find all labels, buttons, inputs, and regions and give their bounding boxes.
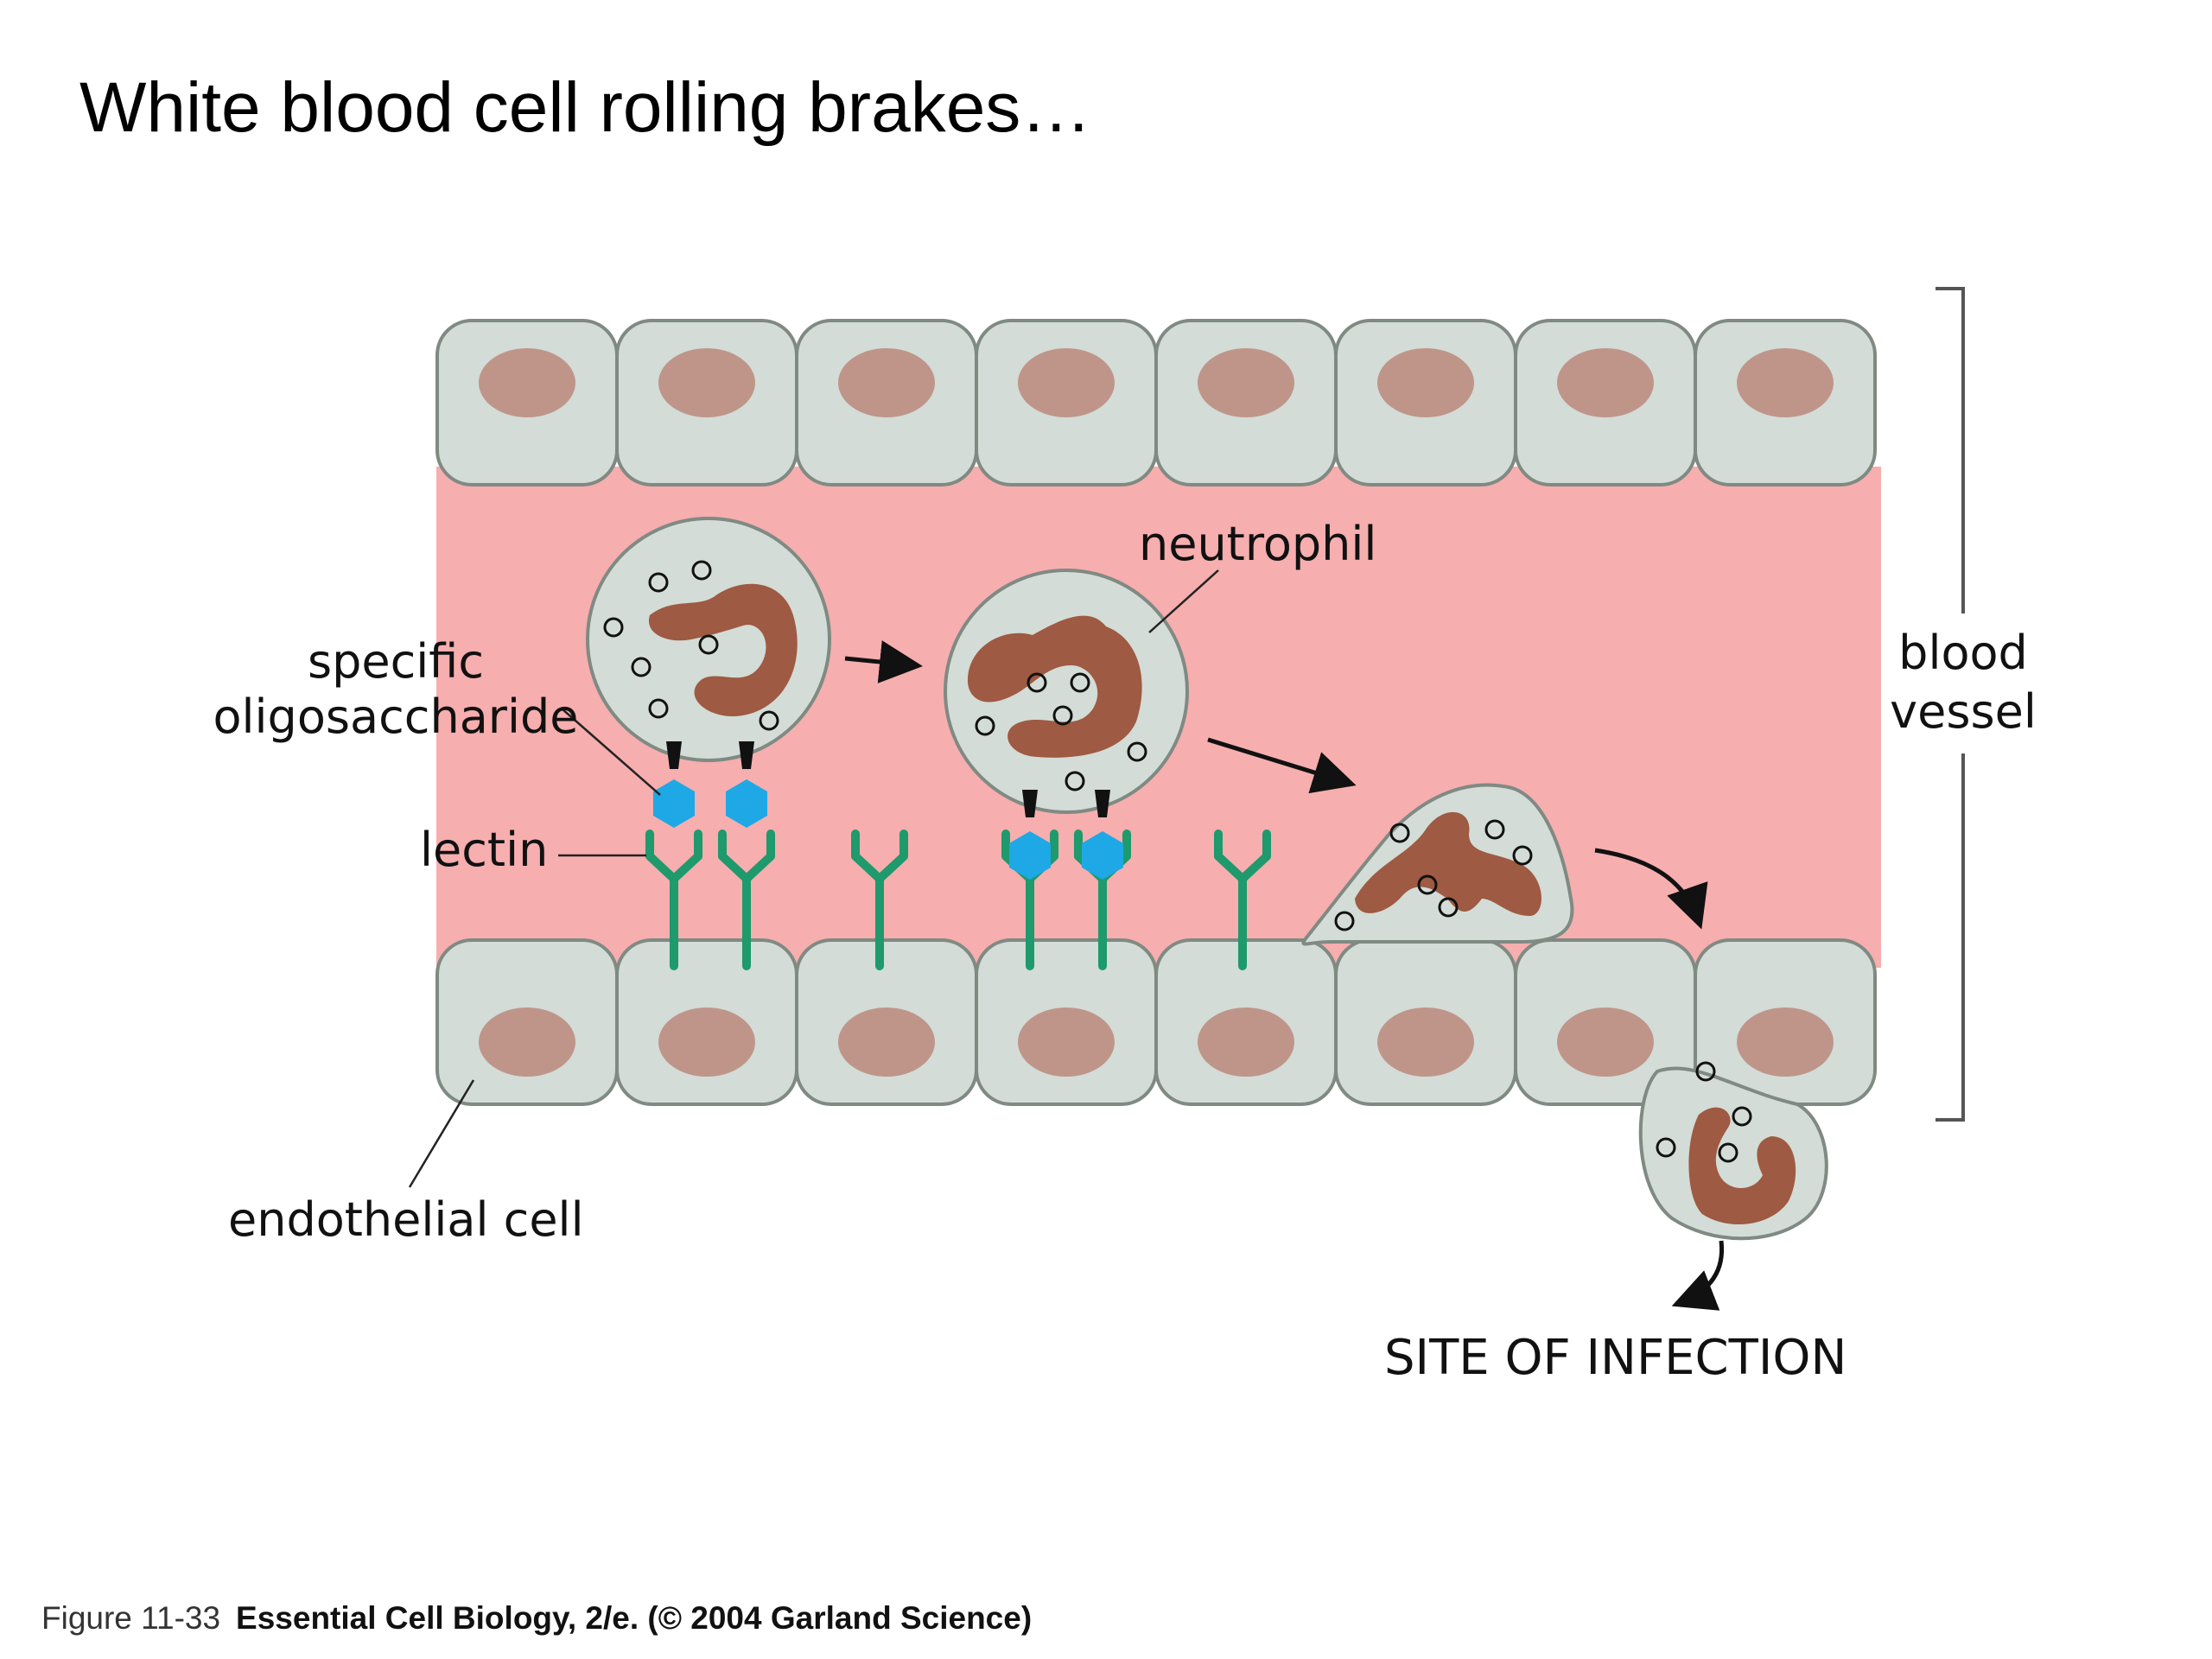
specific-oligosaccharide-label-line1: specific (308, 634, 484, 689)
neutrophil-migrated (1638, 1061, 1828, 1241)
movement-arrows (844, 640, 1725, 1311)
lectin-label: lectin (420, 823, 548, 877)
label-leader-lines (408, 569, 1219, 1188)
figure-source: Essential Cell Biology, 2/e. (© 2004 Gar… (236, 1600, 1033, 1636)
figure-number: Figure 11-33 (41, 1600, 221, 1636)
endothelial-layer-top (435, 319, 1877, 486)
neutrophil-rolling (944, 569, 1189, 880)
site-of-infection-label: SITE OF INFECTION (1384, 1330, 1847, 1386)
blood-vessel-label-line1: blood (1898, 626, 2028, 680)
endothelial-cell-label: endothelial cell (228, 1192, 584, 1247)
specific-oligosaccharide-label-line2: oligosaccharide (213, 690, 579, 744)
neutrophil-label: neutrophil (1139, 517, 1376, 571)
neutrophil-flattened (1301, 783, 1574, 946)
blood-vessel-bracket (1936, 287, 1965, 1122)
neutrophil-tethering (586, 517, 831, 828)
lectin-stems (670, 933, 1247, 970)
blood-vessel-label-line2: vessel (1890, 684, 2037, 739)
figure-caption: Figure 11-33 Essential Cell Biology, 2/e.… (41, 1600, 1032, 1637)
slide-title: White blood cell rolling brakes… (79, 68, 1092, 147)
